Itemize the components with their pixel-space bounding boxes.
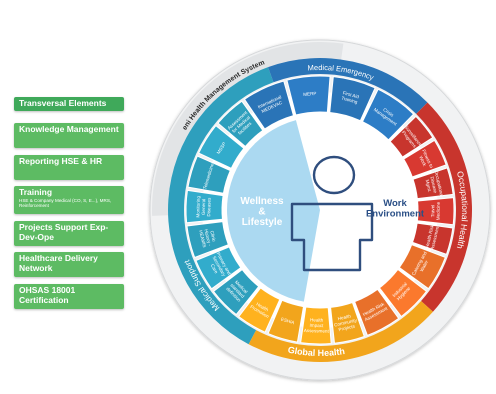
person-icon: [290, 155, 374, 272]
segment-yellow: [300, 306, 332, 345]
pillar-healthcare-delivery: Healthcare Delivery Network: [14, 252, 124, 277]
ring-medical-emergency: [268, 58, 428, 114]
ring-medical-support: [168, 67, 274, 345]
segment-teal: [185, 189, 224, 224]
segment-teal: [212, 268, 260, 316]
segment-label: ESHIA: [280, 317, 296, 326]
label-global-health: Global Health: [287, 345, 345, 359]
ring-occupational-health: [416, 102, 472, 312]
segment-teal: [195, 246, 242, 290]
segment-orange: [398, 243, 446, 290]
segment-label: MSSP: [216, 141, 227, 155]
pillar-reporting: Reporting HSE & HR: [14, 155, 124, 180]
pillar-title: Knowledge Management: [19, 124, 119, 134]
segment-label: First AidTraining: [341, 91, 360, 105]
segment-red: [403, 139, 447, 178]
pillar-title: OHSAS 18001 Certification: [19, 285, 76, 305]
segment-label: HealthImpactAssessment: [304, 317, 330, 334]
pillar-projects-support: Projects Support Exp-Dev-Ope: [14, 221, 124, 246]
segment-blue: [329, 76, 376, 122]
pillar-title: Projects Support Exp-Dev-Ope: [19, 222, 109, 242]
pillar-subtitle: HSE & Company Medical (CO, S, E...), MRS…: [19, 197, 112, 208]
segment-teal: [187, 155, 231, 194]
segment-yellow: [267, 299, 305, 343]
pillar-training: Training HSE & Company Medical (CO, S, E…: [14, 186, 124, 214]
segment-blue: [243, 80, 295, 130]
segment-blue: [286, 75, 331, 116]
segment-teal: [186, 221, 229, 259]
segment-red: [412, 167, 454, 200]
wellness-lifestyle-label: Wellness&Lifestyle: [240, 196, 284, 228]
segment-yellow: [330, 301, 365, 344]
ring-global-health: [248, 301, 433, 362]
segment-red: [416, 197, 455, 226]
segment-label: TravelMedicine: [430, 201, 441, 220]
pillar-knowledge-management: Knowledge Management: [14, 123, 124, 148]
segment-label: HealthCommunityProjects: [332, 312, 359, 333]
pillar-title: Reporting HSE & HR: [19, 156, 103, 166]
label-occupational-health: Occupational Health: [455, 170, 470, 250]
pillar-title: Healthcare Delivery Network: [19, 253, 98, 273]
segment-yellow: [238, 287, 281, 333]
pillar-title: Training: [19, 187, 53, 197]
segment-red: [389, 115, 434, 158]
system-title-band: [152, 41, 344, 216]
segment-teal: [198, 124, 245, 170]
segment-label: OccupationalDiseaseMgmt.: [423, 170, 444, 200]
pillar-ohsas-certification: OHSAS 18001 Certification: [14, 284, 124, 309]
segment-label: ClinicHistory -HEAMIS: [198, 227, 218, 248]
segment-label: MonitoringGeneralDiseases: [196, 196, 212, 218]
segment-label: Health RiskAssessment: [425, 223, 441, 250]
segment-orange: [378, 268, 428, 318]
pillar-title: Transversal Elements: [19, 98, 107, 108]
segment-teal: [217, 100, 264, 148]
segment-label: MERP: [303, 91, 317, 97]
pillar-transversal-elements: Transversal Elements: [14, 97, 124, 111]
segment-blue: [361, 88, 415, 141]
segment-red: [411, 222, 454, 255]
segment-orange: [353, 288, 400, 336]
wellness-half: [227, 120, 320, 302]
